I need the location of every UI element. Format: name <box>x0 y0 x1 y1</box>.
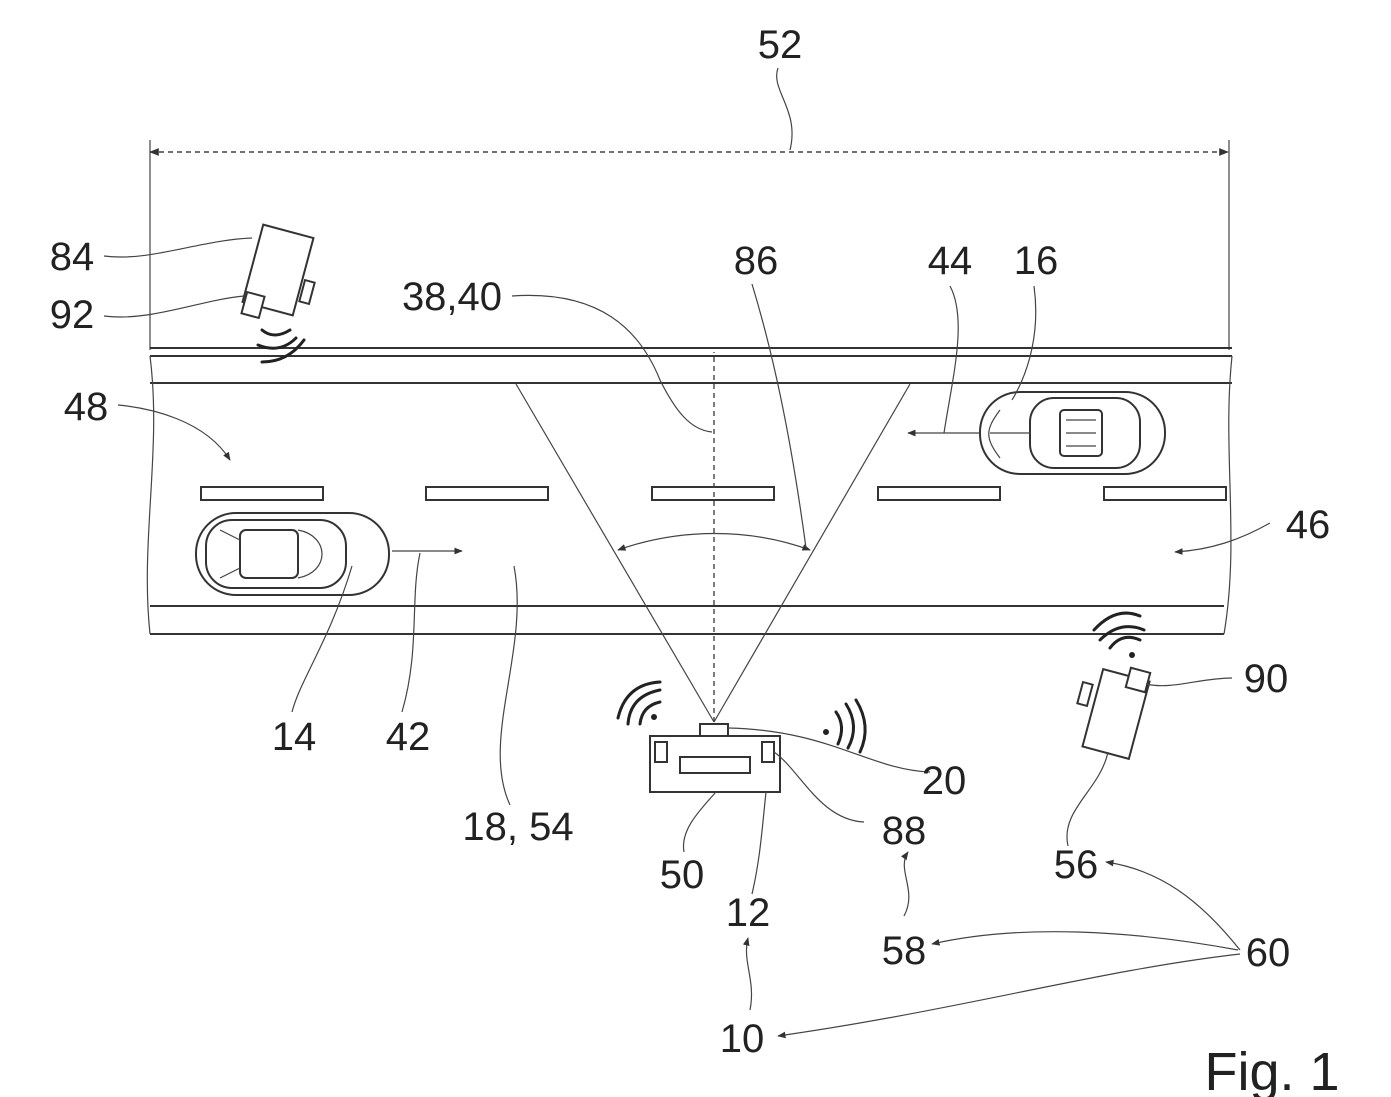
label-86: 86 <box>734 239 779 283</box>
label-16: 16 <box>1014 239 1059 283</box>
label-12: 12 <box>726 891 771 935</box>
label-50: 50 <box>660 853 705 897</box>
label-44: 44 <box>928 239 973 283</box>
label-90: 90 <box>1244 657 1289 701</box>
label-18-54: 18, 54 <box>462 805 573 849</box>
label-58: 58 <box>882 929 927 973</box>
label-92: 92 <box>50 293 95 337</box>
label-10: 10 <box>720 1017 765 1061</box>
wireless-signal-icon-56 <box>1094 613 1144 658</box>
label-84: 84 <box>50 235 95 279</box>
label-60: 60 <box>1246 931 1291 975</box>
label-14: 14 <box>272 715 317 759</box>
label-20: 20 <box>922 759 967 803</box>
unit-12 <box>618 682 865 792</box>
vehicle-16 <box>980 392 1165 474</box>
wireless-signal-icon-right <box>823 700 865 752</box>
lane-arrow-46 <box>1175 523 1270 552</box>
wireless-signal-icon-84 <box>258 330 304 362</box>
label-56: 56 <box>1054 843 1099 887</box>
label-52: 52 <box>758 23 803 67</box>
label-48: 48 <box>64 385 109 429</box>
label-88: 88 <box>882 809 927 853</box>
road-width-dimension <box>150 68 1229 350</box>
label-46: 46 <box>1286 503 1331 547</box>
label-42: 42 <box>386 715 431 759</box>
sensor-field-of-view <box>516 352 910 722</box>
label-38-40: 38,40 <box>402 275 502 319</box>
wireless-signal-icon-left <box>618 682 660 724</box>
vehicle-14 <box>196 513 389 595</box>
device-84 <box>241 225 314 362</box>
leader-lines <box>104 238 1240 1036</box>
lane-arrow-48 <box>118 405 230 460</box>
figure-label: Fig. 1 <box>1204 1042 1339 1097</box>
